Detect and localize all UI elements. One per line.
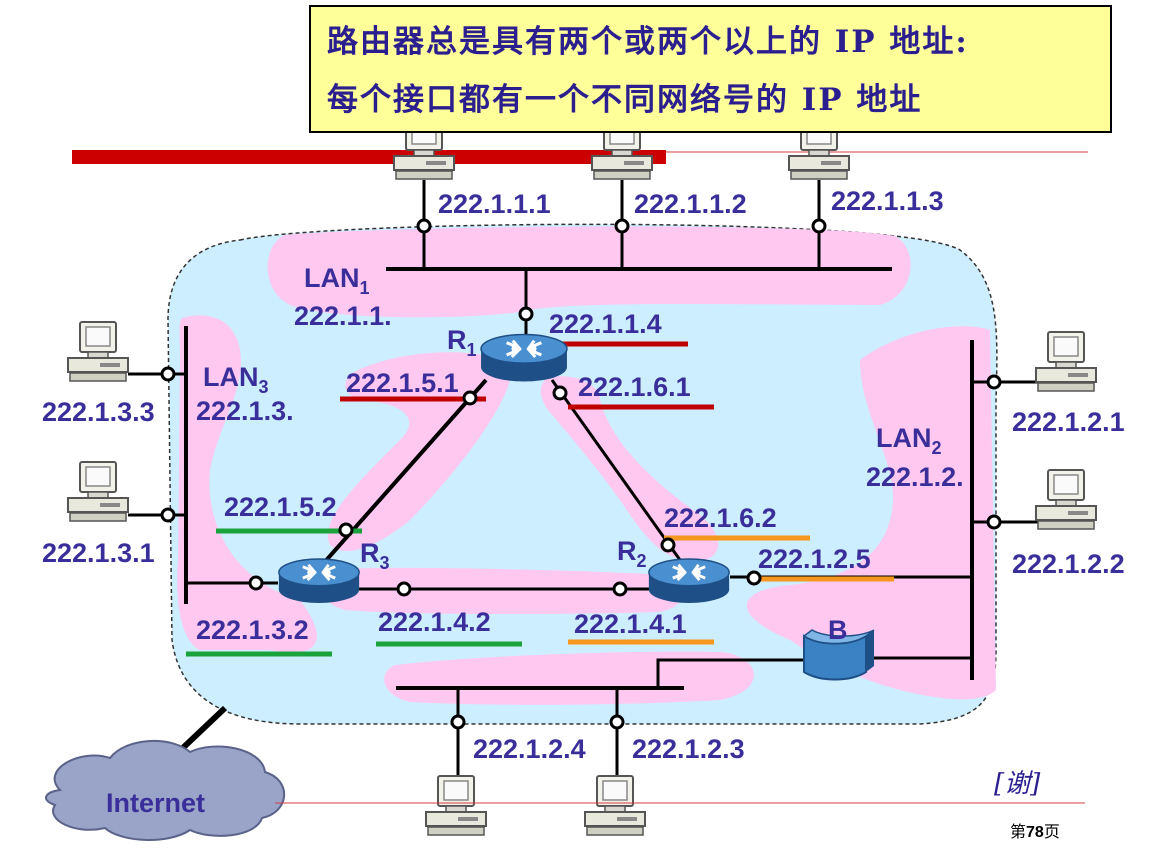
addr-r2-b: 222.1.6.2 xyxy=(664,503,777,533)
addr-r3-lan3: 222.1.3.2 xyxy=(196,615,309,645)
pc-h122-icon xyxy=(1035,469,1097,530)
addr-h111: 222.1.1.1 xyxy=(438,189,551,219)
lan1-network: 222.1.1. xyxy=(294,301,392,331)
bridge-label: B xyxy=(828,615,848,645)
speaker-note: [谢] xyxy=(994,769,1041,799)
addr-r3-c: 222.1.4.2 xyxy=(378,607,491,637)
bridge-to-lower-bus xyxy=(656,658,804,688)
page-number: 第78页 xyxy=(1010,822,1060,841)
callout-line-1: 路由器总是具有两个或两个以上的 IP 地址: xyxy=(327,24,969,60)
lan2-network: 222.1.2. xyxy=(866,462,964,492)
top-red-bar xyxy=(72,150,666,164)
addr-h113: 222.1.1.3 xyxy=(831,186,944,216)
addr-h121: 222.1.2.1 xyxy=(1012,407,1125,437)
lan-highlight-areas xyxy=(177,226,996,705)
addr-h133: 222.1.3.3 xyxy=(42,397,155,427)
addr-r1-lan1: 222.1.1.4 xyxy=(549,309,662,339)
pc-h124-icon xyxy=(425,775,487,836)
lan2-name: LAN2 xyxy=(876,423,942,458)
lan1-name: LAN1 xyxy=(304,263,370,298)
addr-h122: 222.1.2.2 xyxy=(1012,549,1125,579)
addr-h123: 222.1.2.3 xyxy=(632,734,745,764)
bridge-icon xyxy=(802,629,875,681)
lan3-name: LAN3 xyxy=(203,362,269,397)
addr-h112: 222.1.1.2 xyxy=(634,189,747,219)
interface-ports xyxy=(160,218,1002,730)
address-underlines xyxy=(186,341,894,657)
callout-line-2: 每个接口都有一个不同网络号的 IP 地址 xyxy=(327,82,923,118)
router-r3-icon xyxy=(277,557,361,605)
pc-h121-icon xyxy=(1035,331,1097,392)
addr-h124: 222.1.2.4 xyxy=(473,734,586,764)
internet-label: Internet xyxy=(106,788,205,818)
addr-r2-c: 222.1.4.1 xyxy=(574,609,687,639)
addr-r1-b: 222.1.6.1 xyxy=(578,372,691,402)
pc-h133-icon xyxy=(67,321,129,382)
addr-h131: 222.1.3.1 xyxy=(42,538,155,568)
callout-box: 路由器总是具有两个或两个以上的 IP 地址: 每个接口都有一个不同网络号的 IP… xyxy=(309,5,1112,133)
router-r1-icon xyxy=(479,332,569,384)
pc-h131-icon xyxy=(67,461,129,522)
router-r2-icon xyxy=(647,557,731,605)
router-r1-label: R1 xyxy=(447,325,477,360)
addr-r1-a: 222.1.5.1 xyxy=(346,368,459,398)
router-r3-label: R3 xyxy=(360,538,390,573)
lan3-network: 222.1.3. xyxy=(196,396,294,426)
addr-r3-a: 222.1.5.2 xyxy=(224,492,337,522)
addr-r2-lan2: 222.1.2.5 xyxy=(758,544,871,574)
pc-h123-icon xyxy=(584,775,646,836)
internet-cloud xyxy=(45,740,286,841)
link-r1-r2 xyxy=(550,379,682,561)
router-r2-label: R2 xyxy=(617,536,647,571)
